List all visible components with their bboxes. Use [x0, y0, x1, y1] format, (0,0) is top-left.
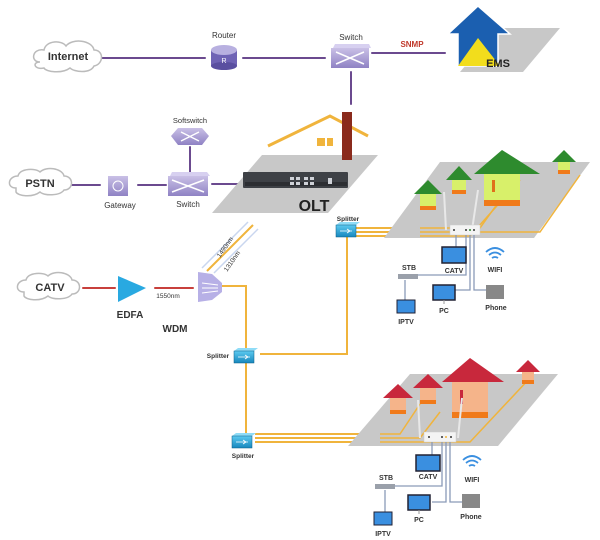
house-icon [413, 374, 443, 404]
wdm-icon [201, 282, 219, 294]
ems-label: EMS [486, 58, 510, 70]
phone-label: Phone [485, 305, 506, 312]
stb[interactable]: STB [375, 475, 395, 489]
splitter-3[interactable]: Splitter [231, 433, 256, 460]
stb-label: STB [379, 475, 393, 482]
house-icon [383, 384, 413, 414]
pstn-label: PSTN [25, 178, 54, 190]
stb[interactable]: STB [398, 265, 418, 279]
switch-top[interactable]: Switch [331, 33, 371, 68]
catv-label: CATV [419, 474, 438, 481]
home-group-1: CATV WIFI STB PC Phone IPTV [384, 150, 590, 326]
iptv[interactable]: IPTV [396, 299, 416, 326]
set-top-box-icon [398, 274, 418, 279]
phone[interactable]: Phone [485, 285, 507, 312]
fiber-olt-wdm [201, 221, 259, 274]
ems-house-icon [446, 4, 512, 67]
switch-cross-icon [335, 51, 365, 65]
stb-label: STB [402, 265, 416, 272]
phone-icon [462, 494, 480, 508]
splitter-3-label: Splitter [232, 453, 255, 460]
house-icon [474, 150, 540, 206]
olt-label: OLT [299, 198, 330, 215]
set-top-box-icon [375, 484, 395, 489]
gateway-label: Gateway [104, 201, 136, 210]
iptv[interactable]: IPTV [373, 511, 393, 538]
catv-label: CATV [445, 268, 464, 275]
iptv-label: IPTV [375, 531, 391, 538]
softswitch[interactable]: Softswitch [171, 116, 209, 145]
olt[interactable]: OLT [212, 112, 378, 215]
tv-icon [373, 511, 393, 526]
router[interactable]: Router R [211, 31, 237, 70]
pstn-cloud[interactable]: PSTN [8, 167, 73, 197]
monitor-icon [407, 494, 431, 511]
internet-label: Internet [48, 51, 89, 63]
house-icon [446, 166, 472, 194]
gateway-icon [112, 180, 124, 192]
house-icon [516, 360, 540, 384]
wl-1550-label: 1550nm [156, 293, 180, 300]
pc[interactable]: PC [407, 494, 431, 524]
ems[interactable]: EMS [446, 4, 560, 72]
links [71, 52, 446, 289]
gateway[interactable]: Gateway [104, 176, 136, 210]
splitter-icon [340, 228, 352, 234]
phone-label: Phone [460, 514, 481, 521]
wifi-label: WIFI [488, 267, 503, 274]
wifi[interactable]: WIFI [485, 247, 505, 274]
catv-tv[interactable]: CATV [441, 246, 467, 275]
iptv-label: IPTV [398, 319, 414, 326]
amplifier-icon [118, 276, 146, 302]
home-group-2: CATV WIFI STB PC Phone IPTV [348, 358, 558, 538]
switch-mid-label: Switch [176, 200, 200, 209]
snmp-label: SNMP [400, 40, 424, 49]
tv-icon [396, 299, 416, 314]
splitter-2[interactable]: Splitter [207, 348, 258, 364]
splitter-icon [236, 439, 248, 445]
monitor-icon [432, 284, 456, 301]
phone-icon [486, 285, 504, 299]
pc-label: PC [439, 308, 449, 315]
switch-cross-icon [171, 179, 205, 193]
catv-source-label: CATV [35, 282, 65, 294]
splitter-1[interactable]: Splitter [335, 216, 360, 238]
wifi[interactable]: WIFI [462, 455, 482, 484]
wifi-icon [485, 247, 505, 259]
wdm[interactable]: WDM [163, 272, 223, 335]
splitter-1-label: Splitter [337, 216, 360, 223]
switch-mid[interactable]: Switch [168, 172, 210, 209]
ont-router[interactable] [417, 397, 463, 443]
edfa[interactable]: EDFA [117, 276, 146, 321]
softswitch-cross-icon [180, 131, 200, 142]
pc-label: PC [414, 517, 424, 524]
internet-cloud[interactable]: Internet [32, 40, 103, 73]
wifi-icon [462, 455, 482, 467]
ont-router[interactable] [443, 189, 481, 236]
router-label: Router [212, 31, 236, 40]
pc[interactable]: PC [432, 284, 456, 315]
phone[interactable]: Phone [460, 494, 482, 521]
wifi-label: WIFI [465, 477, 480, 484]
router-icon: R [221, 58, 226, 65]
softswitch-label: Softswitch [173, 116, 207, 125]
splitter-2-label: Splitter [207, 353, 230, 360]
catv-tv[interactable]: CATV [415, 454, 441, 481]
house-icon [442, 358, 504, 418]
edfa-label: EDFA [117, 310, 144, 321]
catv-cloud[interactable]: CATV [16, 271, 81, 301]
splitter-icon [238, 354, 250, 360]
house-icon [552, 150, 576, 174]
wdm-label: WDM [163, 324, 188, 335]
house-icon [414, 180, 442, 210]
switch-top-label: Switch [339, 33, 363, 42]
